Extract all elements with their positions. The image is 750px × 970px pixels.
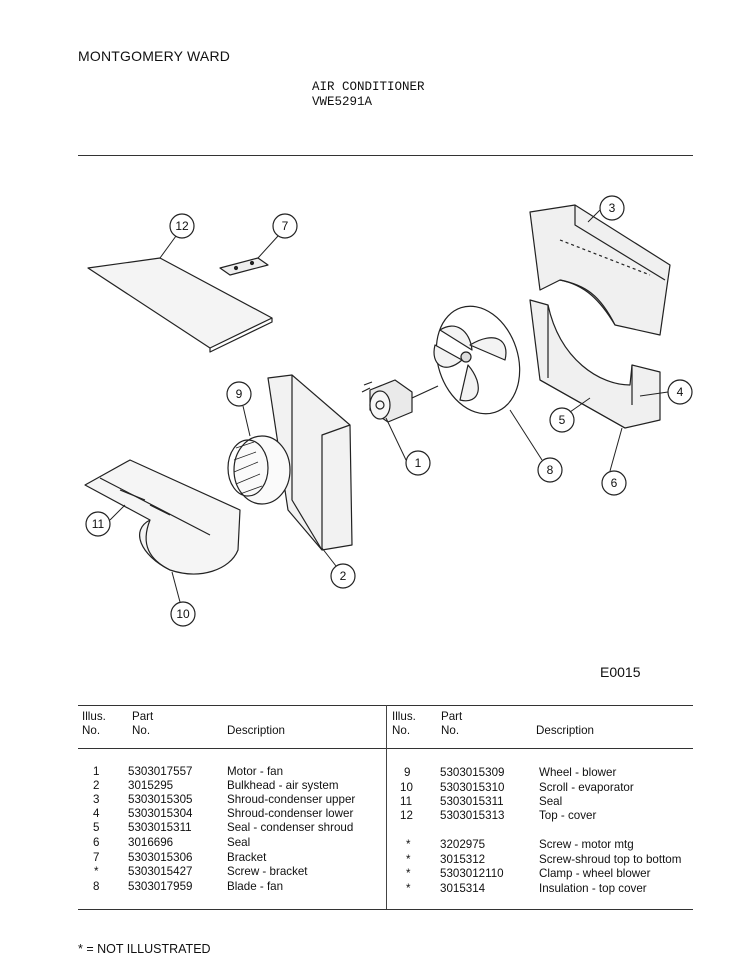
document-title: AIR CONDITIONER VWE5291A (312, 80, 425, 110)
callout-3: 3 (609, 201, 616, 215)
table-row: 11 5303015311 Seal (400, 795, 563, 808)
right-header-part: Part No. (441, 710, 463, 737)
header-rule (78, 155, 693, 156)
table-row: 6 3016696 Seal (93, 836, 251, 849)
part-bracket (219, 257, 269, 276)
table-divider (386, 705, 387, 909)
diagram-code: E0015 (600, 664, 641, 680)
table-row: 2 3015295 Bulkhead - air system (93, 779, 339, 792)
table-row: 5 5303015311 Seal - condenser shroud (93, 821, 354, 834)
table-bottom-rule (78, 909, 693, 910)
table-row: * 5303012110 Clamp - wheel blower (406, 867, 651, 880)
callout-12: 12 (175, 219, 189, 233)
table-row: 7 5303015306 Bracket (93, 851, 267, 864)
part-top-cover (87, 257, 273, 353)
table-row: * 5303015427 Screw - bracket (94, 865, 308, 878)
part-shroud-upper (529, 204, 671, 336)
left-header-part: Part No. (132, 710, 154, 737)
callout-2: 2 (340, 569, 347, 583)
exploded-parts-diagram: 12 7 3 4 5 6 8 9 1 2 11 10 (84, 195, 693, 627)
callout-8: 8 (547, 463, 554, 477)
table-row: 10 5303015310 Scroll - evaporator (400, 781, 634, 794)
table-row: * 3015312 Screw-shroud top to bottom (406, 853, 682, 866)
table-row: 3 5303015305 Shroud-condenser upper (93, 793, 356, 806)
callout-9: 9 (236, 387, 243, 401)
footnote-not-illustrated: * = NOT ILLUSTRATED (78, 942, 211, 956)
table-row: 12 5303015313 Top - cover (400, 809, 597, 822)
callout-4: 4 (677, 385, 684, 399)
callout-6: 6 (611, 476, 618, 490)
title-model: VWE5291A (312, 95, 373, 109)
callout-1: 1 (415, 456, 422, 470)
table-header-rule (78, 748, 693, 749)
table-row: * 3015314 Insulation - top cover (406, 882, 647, 895)
right-header-description: Description (536, 724, 594, 737)
table-row: * 3202975 Screw - motor mtg (406, 838, 634, 851)
brand-name: MONTGOMERY WARD (78, 48, 231, 64)
part-scroll-evaporator (84, 459, 241, 575)
callout-labels: 12 7 3 4 5 6 8 9 1 2 11 10 (92, 201, 684, 621)
part-fan-blade (433, 305, 521, 415)
title-product: AIR CONDITIONER (312, 80, 425, 94)
table-row: 8 5303017959 Blade - fan (93, 880, 284, 893)
callout-5: 5 (559, 413, 566, 427)
right-header-illus: Illus. No. (392, 710, 416, 737)
part-shroud-lower (529, 299, 661, 429)
table-row: 9 5303015309 Wheel - blower (404, 766, 617, 779)
leader-lines (109, 209, 669, 603)
callout-11: 11 (92, 517, 105, 531)
part-bulkhead (267, 374, 353, 551)
table-row: 4 5303015304 Shroud-condenser lower (93, 807, 354, 820)
left-header-illus: Illus. No. (82, 710, 106, 737)
part-motor (361, 379, 439, 423)
callouts (85, 195, 693, 627)
part-blower-wheel (227, 435, 291, 505)
callout-7: 7 (282, 219, 289, 233)
callout-10: 10 (176, 607, 190, 621)
table-row: 1 5303017557 Motor - fan (93, 765, 284, 778)
left-header-description: Description (227, 724, 285, 737)
table-top-rule (78, 705, 693, 706)
